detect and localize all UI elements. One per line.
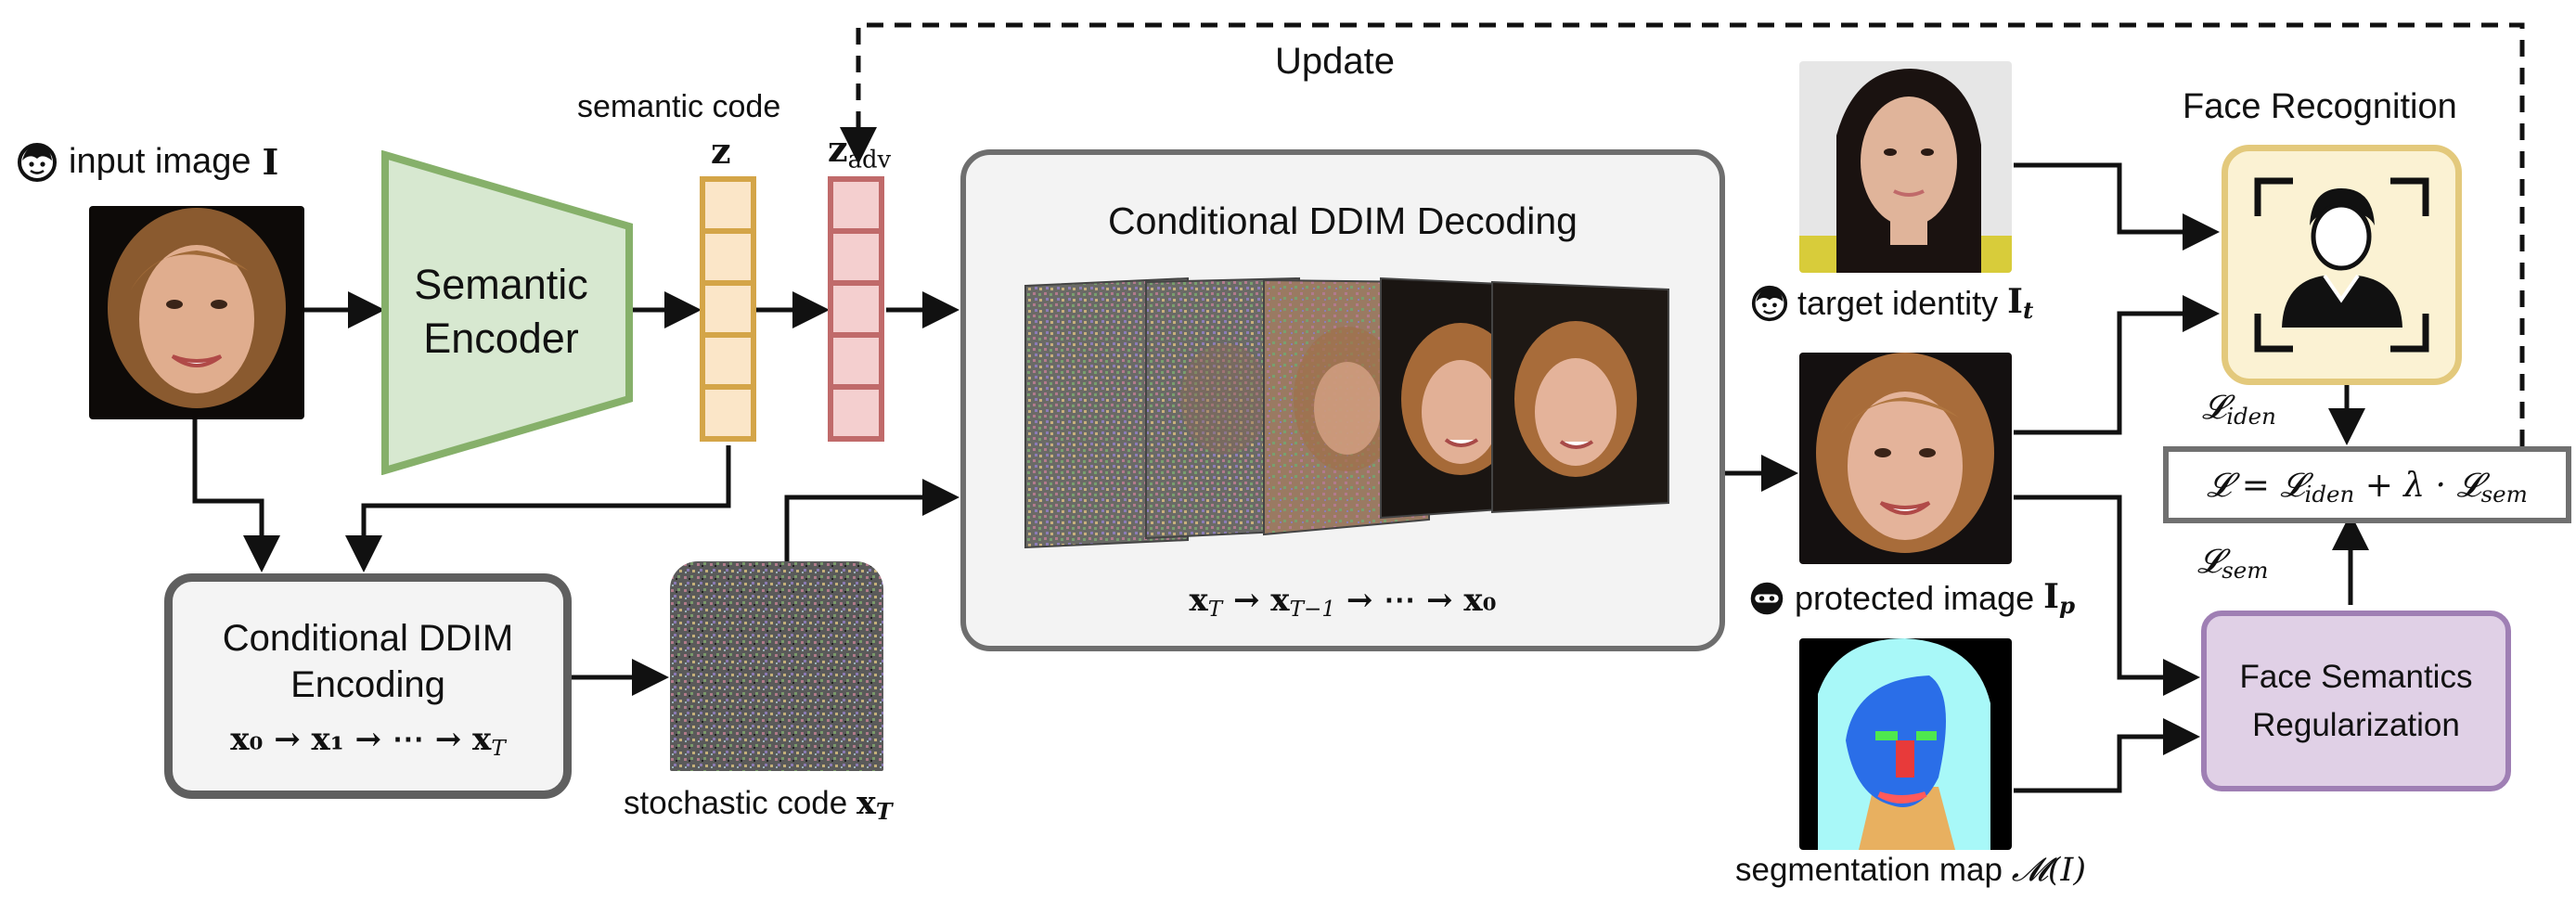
stochastic-noise-image xyxy=(670,561,883,771)
stochastic-code-sub: T xyxy=(875,798,893,825)
l-sem-symbol: 𝓛 xyxy=(2197,543,2222,581)
fsr-line2: Regularization xyxy=(2252,707,2460,743)
stochastic-code-label: stochastic code xT xyxy=(624,784,893,825)
frame-2 xyxy=(1145,276,1300,540)
semantic-encoder-line2: Encoder xyxy=(423,315,579,362)
semantic-encoder-label: Semantic Encoder xyxy=(380,258,622,366)
zadv-sub: adv xyxy=(847,146,892,174)
face-recognition-box xyxy=(2222,145,2462,385)
update-label: Update xyxy=(1275,41,1395,82)
l-sem-sub: sem xyxy=(2222,557,2269,585)
frame-xo xyxy=(1491,280,1669,514)
input-image-text: input image xyxy=(69,142,251,181)
target-identity-symbol: I xyxy=(2007,282,2023,321)
protected-image-sub: p xyxy=(2059,592,2076,620)
target-identity-sub: t xyxy=(2022,297,2034,325)
protected-face-image xyxy=(1799,353,2012,564)
encoding-title-line1: Conditional DDIM xyxy=(222,618,514,659)
encoding-formula-sub: T xyxy=(491,736,506,761)
stochastic-code-symbol: x xyxy=(856,784,876,822)
segmentation-map-label: segmentation map 𝓜(I) xyxy=(1735,852,2086,889)
segmentation-map-symbol: 𝓜(I) xyxy=(2011,852,2087,889)
loss-formula-a: 𝓛 = 𝓛 xyxy=(2207,467,2305,505)
semantic-code-label: semantic code xyxy=(577,89,781,124)
semantic-encoder-shape xyxy=(381,150,633,475)
input-image-symbol: I xyxy=(262,141,279,183)
arrow-protected-fr xyxy=(2014,295,2220,435)
arrow-input-encoding xyxy=(192,419,280,572)
protected-image-text: protected image xyxy=(1795,578,2035,617)
target-identity-text: target identity xyxy=(1797,283,1999,322)
stochastic-code-text: stochastic code xyxy=(624,785,848,821)
zadv-symbol: zadv xyxy=(828,128,891,174)
fsr-line1: Face Semantics xyxy=(2239,659,2473,695)
z-symbol: z xyxy=(711,130,731,172)
loss-formula-box: 𝓛 = 𝓛iden + λ · 𝓛sem xyxy=(2163,446,2571,523)
arrow-target-fr xyxy=(2014,162,2220,251)
loss-formula: 𝓛 = 𝓛iden + λ · 𝓛sem xyxy=(2169,452,2566,527)
decoding-formula-c: → ⋯ → x₀ xyxy=(1335,582,1497,619)
zadv-z: z xyxy=(828,128,848,170)
decoding-formula-b-sub: T−1 xyxy=(1289,597,1336,622)
encoding-title-line2: Encoding xyxy=(290,664,445,705)
semantic-encoder-line1: Semantic xyxy=(414,261,588,308)
arrow-z-encoding xyxy=(345,445,731,572)
face-semantics-regularization-box: Face Semantics Regularization xyxy=(2201,611,2511,791)
loss-formula-sub1: iden xyxy=(2304,481,2355,508)
loss-formula-sub2: sem xyxy=(2480,481,2528,508)
input-image-label: input image I xyxy=(17,141,278,183)
arrow-protected-fsr xyxy=(2014,495,2200,696)
encoding-formula: x₀ → x₁ → ⋯ → xT xyxy=(173,721,563,761)
l-sem-label: 𝓛sem xyxy=(2197,542,2268,584)
decoding-formula-a-sub: T xyxy=(1207,597,1223,622)
smiley-icon xyxy=(1751,285,1788,321)
arrow-stochastic-decoding xyxy=(784,479,960,562)
fsr-label: Face Semantics Regularization xyxy=(2207,653,2505,750)
adversarial-code-vector xyxy=(828,176,884,442)
target-identity-label: target identity It xyxy=(1751,282,2033,324)
input-face-image xyxy=(89,206,304,419)
arrow-seg-fsr xyxy=(2014,718,2200,793)
decoding-formula-b: → x xyxy=(1222,582,1290,619)
loss-formula-mid: + λ · 𝓛 xyxy=(2354,467,2481,505)
protected-image-symbol: I xyxy=(2043,577,2059,616)
decoding-frames-stack xyxy=(1024,276,1669,549)
decoding-formula-a: x xyxy=(1189,582,1208,619)
face-recognition-icon xyxy=(2254,177,2429,353)
masked-face-icon xyxy=(1750,582,1784,614)
semantic-code-vector xyxy=(700,176,756,442)
decoding-formula: xT → xT−1 → ⋯ → x₀ xyxy=(966,582,1719,622)
l-iden-sub: iden xyxy=(2226,403,2276,431)
segmentation-map-image xyxy=(1799,638,2012,850)
target-face-image xyxy=(1799,61,2012,273)
l-iden-symbol: 𝓛 xyxy=(2202,389,2227,427)
protected-image-label: protected image Ip xyxy=(1748,577,2075,619)
l-iden-label: 𝓛iden xyxy=(2202,388,2276,430)
decoding-title: Conditional DDIM Decoding xyxy=(1108,199,1578,242)
face-recognition-label: Face Recognition xyxy=(2183,87,2457,126)
encoding-title: Conditional DDIM Encoding xyxy=(173,615,563,708)
smiley-icon xyxy=(18,142,57,182)
ddim-encoding-box: Conditional DDIM Encoding x₀ → x₁ → ⋯ → … xyxy=(164,573,572,799)
encoding-formula-main: x₀ → x₁ → ⋯ → x xyxy=(230,721,492,758)
segmentation-map-text: segmentation map xyxy=(1735,852,2003,888)
